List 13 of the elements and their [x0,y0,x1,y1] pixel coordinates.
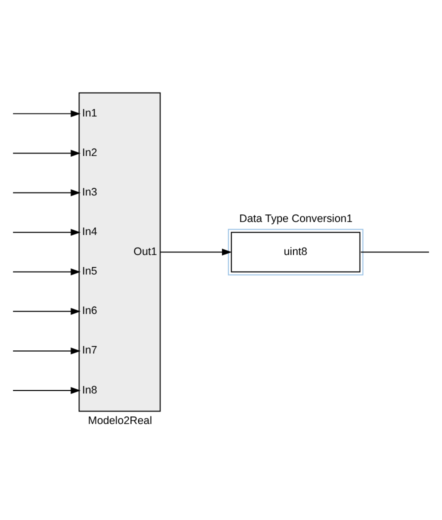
arrow [12,189,81,196]
node-label: Data Type Conversion1 [239,213,353,226]
arrow [12,308,81,315]
arrow [12,268,81,276]
arrow [12,347,81,354]
arrow [12,110,81,118]
arrow [12,150,81,157]
arrow [12,387,81,394]
node-box: uint8 [228,228,364,276]
connector [360,252,430,253]
arrow [160,248,232,256]
node-label: Modelo2Real [88,414,152,427]
arrow [12,228,81,236]
